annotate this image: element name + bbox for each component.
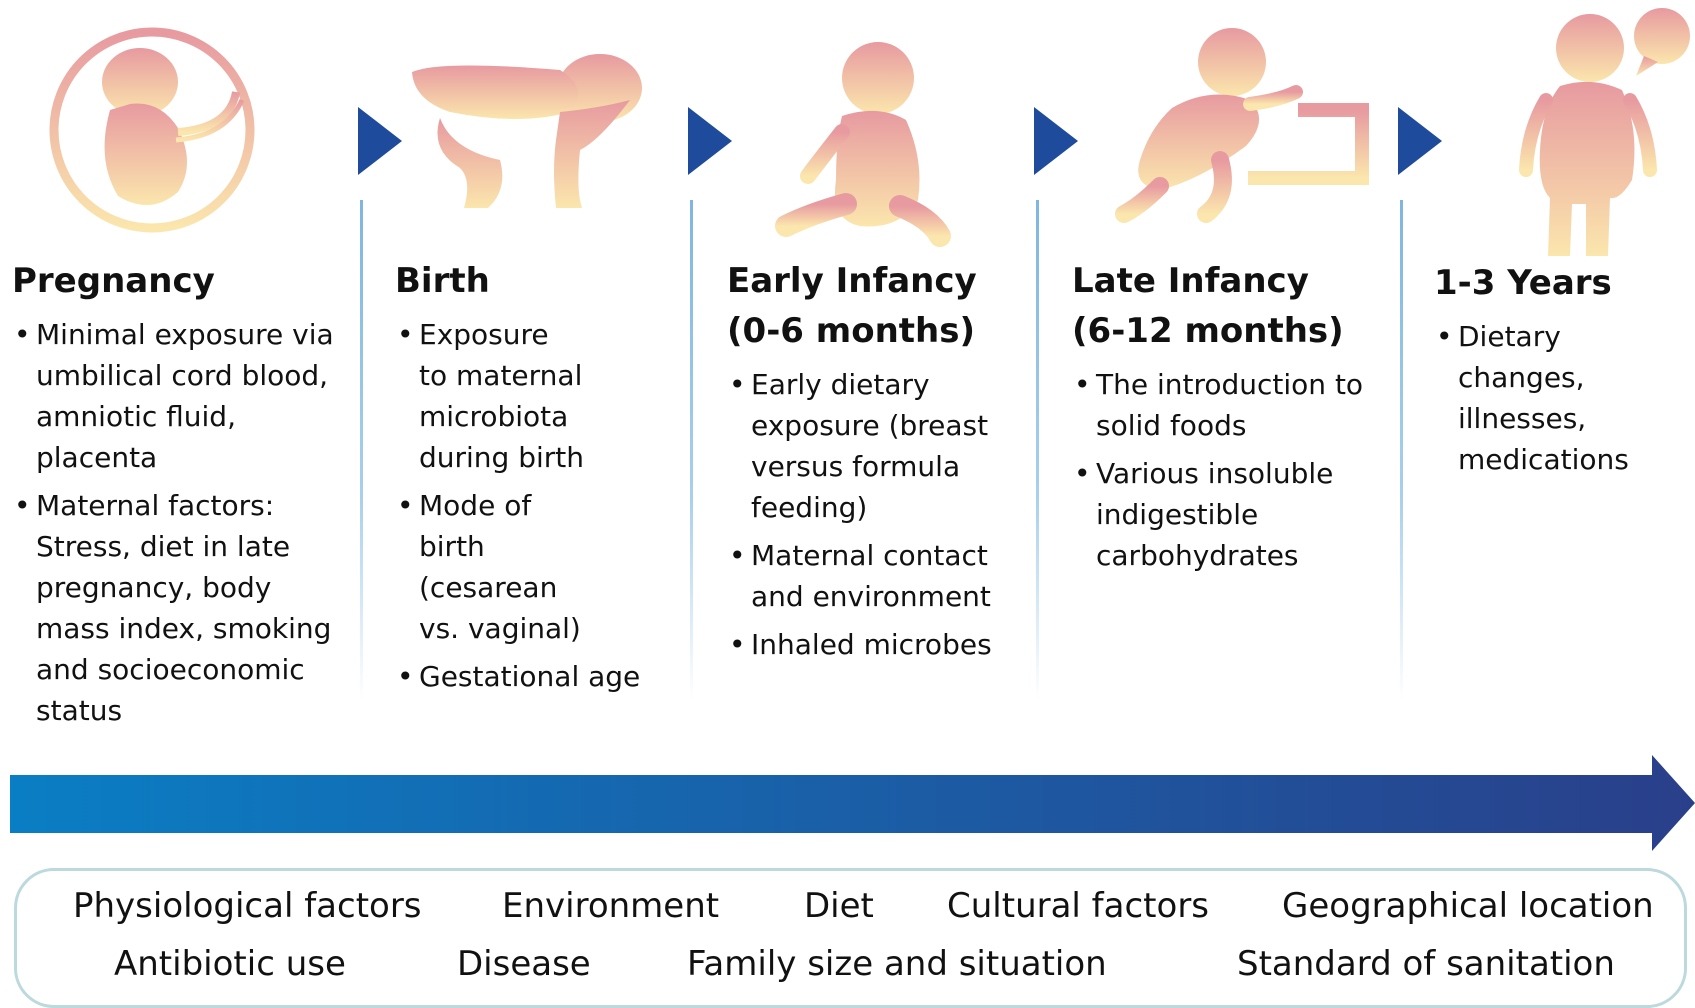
factor-label: Family size and situation [687, 944, 1107, 984]
factor-label: Antibiotic use [114, 944, 346, 984]
stage-early-infancy: Early Infancy (0-6 months) Early dietary… [727, 256, 997, 672]
illustration-row [0, 0, 1695, 260]
factor-label: Environment [502, 886, 719, 926]
stage-pregnancy: Pregnancy Minimal exposure via umbilical… [12, 256, 347, 738]
factor-label: Cultural factors [947, 886, 1209, 926]
stage-divider [1036, 200, 1039, 700]
stage-bullet: The introduction to solid foods [1072, 364, 1372, 446]
stage-divider [1400, 200, 1403, 700]
stage-bullet: Early dietary exposure (breast versus fo… [727, 364, 997, 528]
crawling-baby-on-step-icon [1124, 28, 1362, 250]
stage-title: Birth [395, 256, 585, 306]
stage-bullet: Maternal contact and environment [727, 535, 997, 617]
factor-label: Geographical location [1282, 886, 1654, 926]
newborn-held-by-hands-icon [412, 54, 642, 208]
fetus-in-womb-icon [54, 32, 250, 228]
stage-bullet: Inhaled microbes [727, 624, 997, 665]
stage-bullet: Dietary changes, illnesses, medications [1434, 316, 1690, 480]
stage-1-3-years: 1-3 Years Dietary changes, illnesses, me… [1434, 258, 1690, 487]
chevron-right-icon [688, 107, 732, 175]
timeline-arrow [0, 755, 1695, 851]
stage-birth: Birth Exposure to maternal microbiota du… [395, 256, 585, 704]
factor-label: Diet [804, 886, 874, 926]
chevron-right-icon [1034, 107, 1078, 175]
stage-bullet: Minimal exposure via umbilical cord bloo… [12, 314, 347, 478]
factor-label: Standard of sanitation [1237, 944, 1615, 984]
stage-divider [690, 200, 693, 700]
stage-title: Early Infancy (0-6 months) [727, 256, 997, 356]
stage-title: Late Infancy (6-12 months) [1072, 256, 1372, 356]
stage-title: Pregnancy [12, 256, 347, 306]
chevron-right-icon [358, 107, 402, 175]
stage-bullet: Mode of birth (cesarean vs. vaginal) [395, 485, 585, 649]
sitting-baby-icon [786, 42, 940, 236]
stage-divider [360, 200, 363, 700]
toddler-with-speech-bubble-icon [1526, 8, 1690, 256]
stage-bullet: Maternal factors: Stress, diet in late p… [12, 485, 347, 731]
stage-bullet: Exposure to maternal microbiota during b… [395, 314, 585, 478]
factor-label: Disease [457, 944, 591, 984]
influencing-factors-box: Physiological factors Environment Diet C… [14, 868, 1687, 1008]
stage-bullet: Various insoluble indigestible carbohydr… [1072, 453, 1372, 576]
stage-late-infancy: Late Infancy (6-12 months) The introduct… [1072, 256, 1372, 583]
stage-bullet: Gestational age [395, 656, 585, 697]
stage-title: 1-3 Years [1434, 258, 1690, 308]
chevron-right-icon [1398, 107, 1442, 175]
factor-label: Physiological factors [73, 886, 422, 926]
